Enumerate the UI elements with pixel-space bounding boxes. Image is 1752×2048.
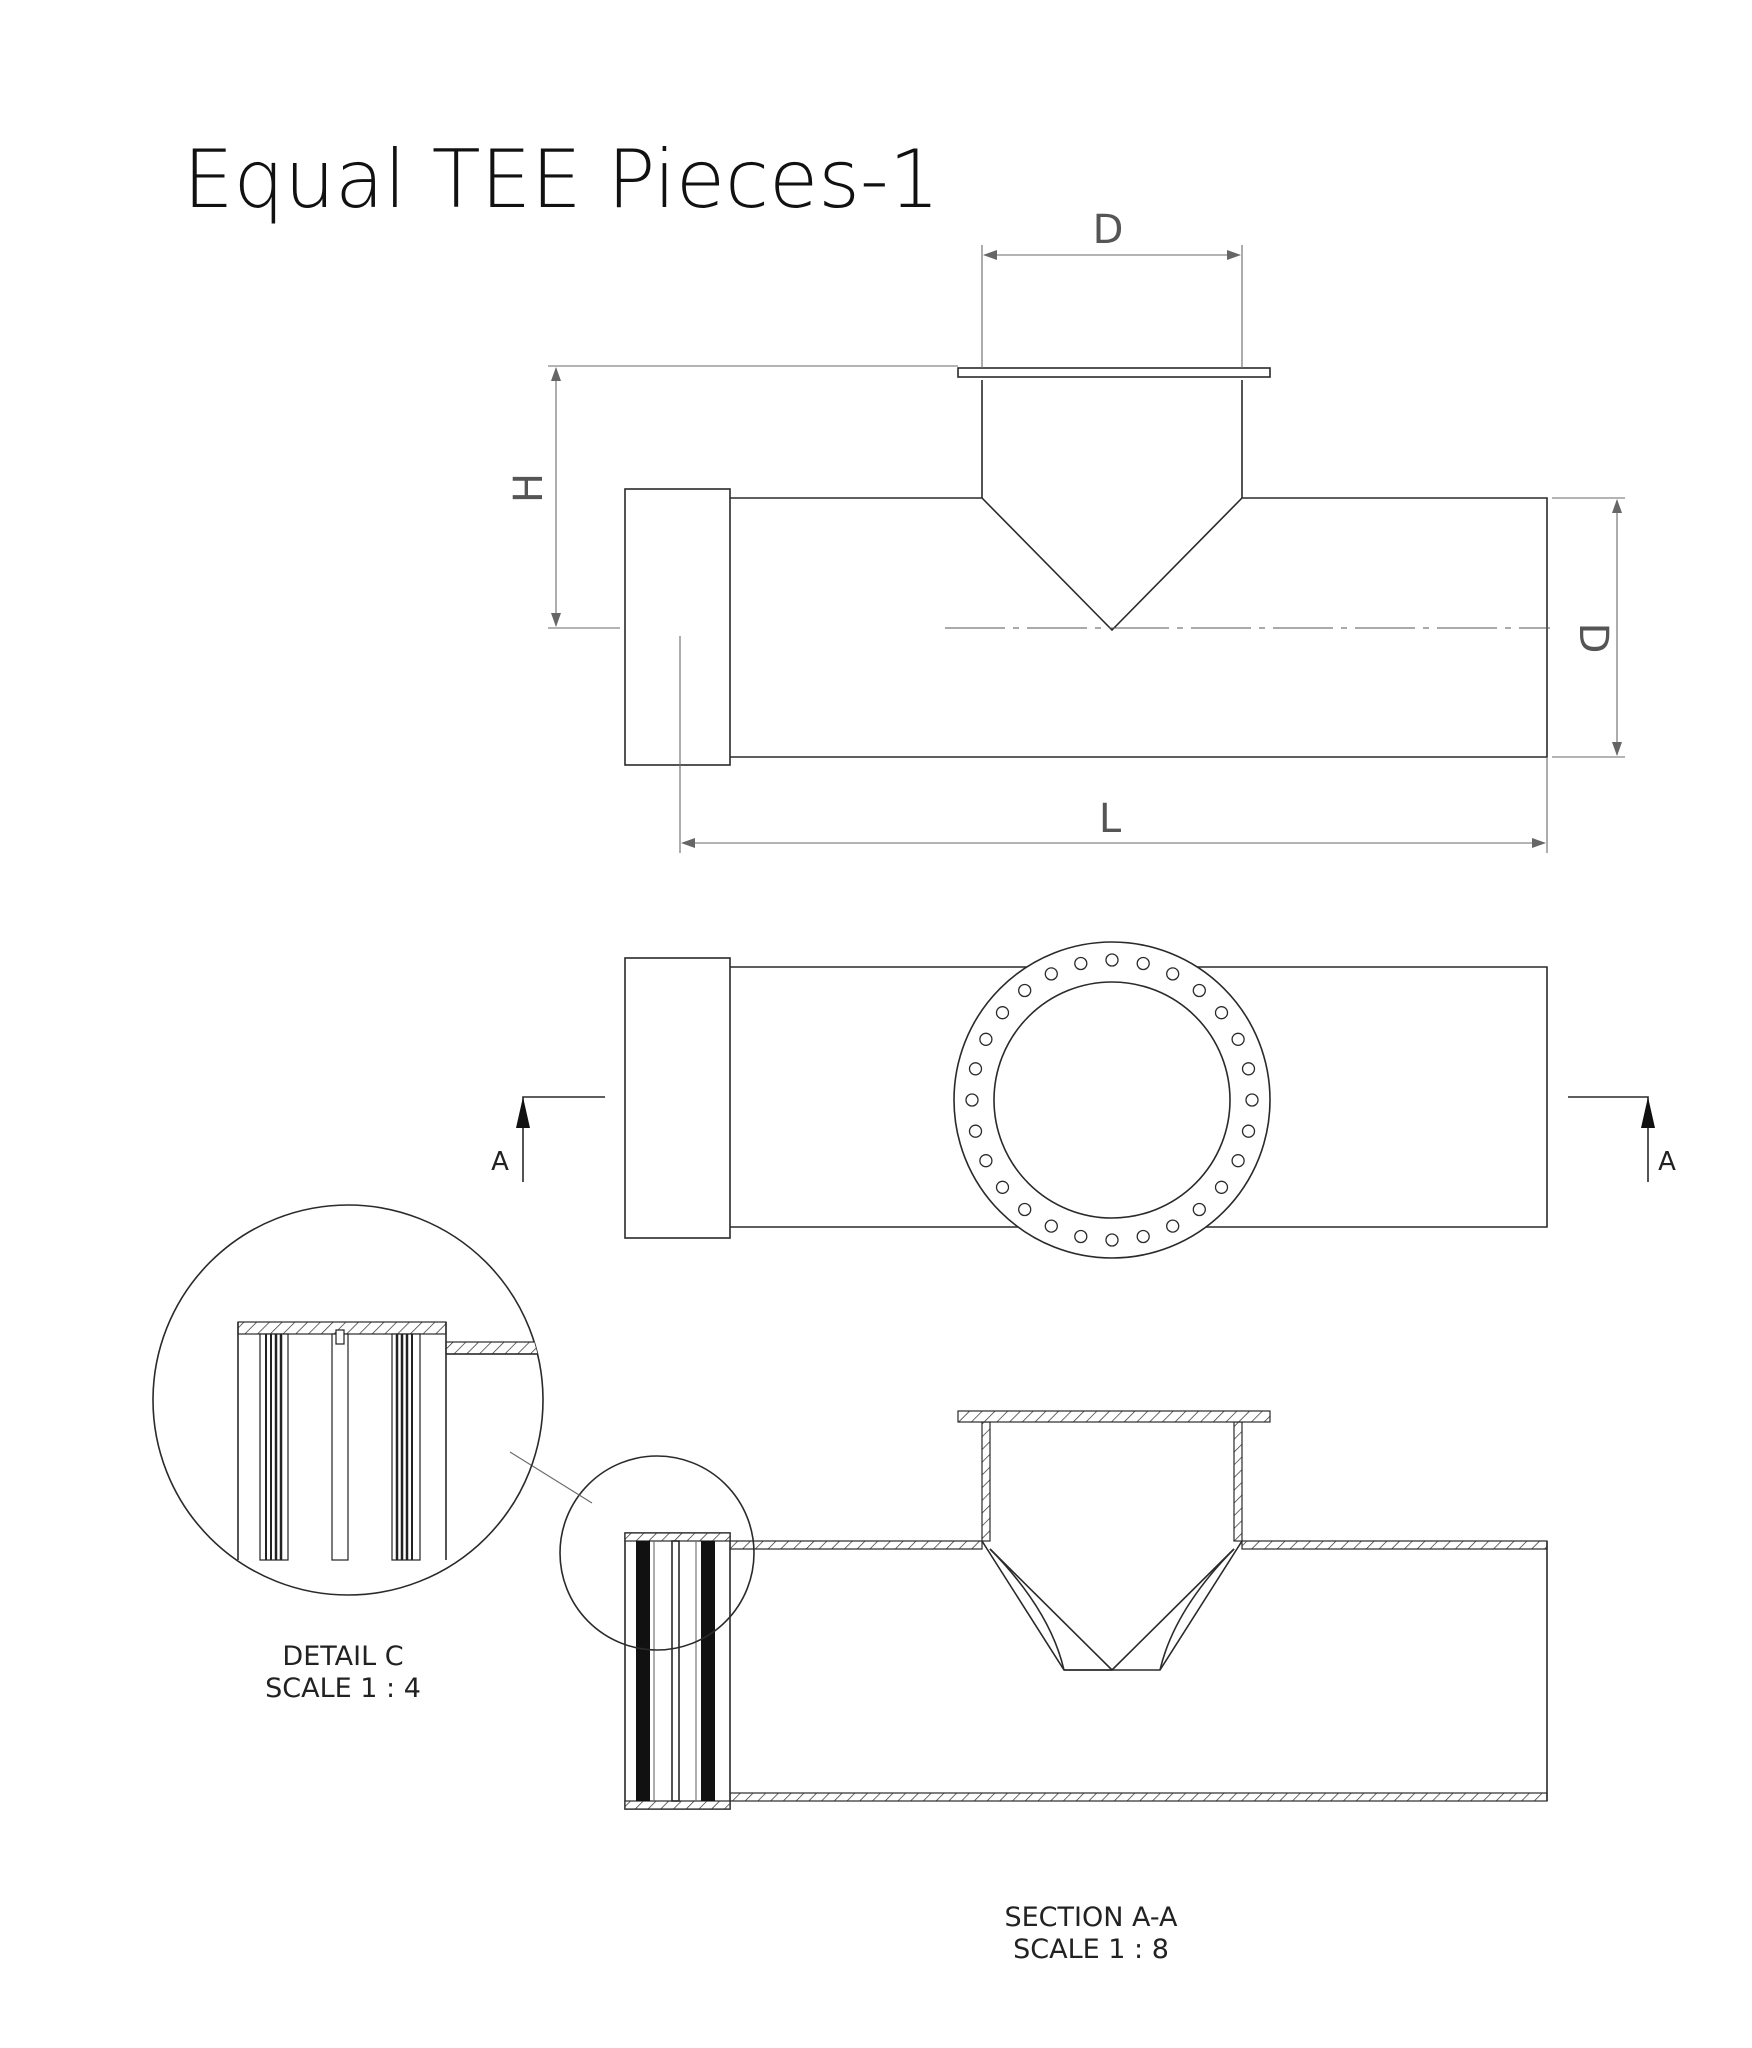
detail-pipe-wall: [445, 1341, 543, 1355]
detail-c-name: DETAIL C: [282, 1641, 403, 1672]
section-marker-right: [1568, 1096, 1649, 1182]
socket-end: [624, 488, 731, 766]
section-marker-left-label: A: [491, 1147, 509, 1177]
bolt-hole: [1192, 983, 1206, 998]
detail-leader: [509, 1451, 593, 1504]
bolt-hole: [995, 1180, 1010, 1194]
bolt-hole: [1192, 1202, 1206, 1217]
bolt-hole: [968, 1124, 983, 1138]
stop-ring: [671, 1540, 680, 1802]
cone-outer: [981, 1540, 1243, 1671]
bolt-hole: [1166, 967, 1180, 981]
section-marker-right-label: A: [1658, 1147, 1676, 1177]
dimension-d-top-label: D: [1093, 207, 1124, 253]
gasket-right: [701, 1541, 715, 1801]
gasket-left: [636, 1541, 650, 1801]
wall-top-left: [729, 1540, 983, 1550]
bolt-hole: [995, 1006, 1010, 1020]
bolt-hole: [979, 1032, 993, 1046]
bolt-hole: [1241, 1124, 1256, 1138]
socket-end-top: [624, 957, 731, 1239]
bolt-hole: [1105, 953, 1119, 967]
bolt-hole: [1245, 1093, 1259, 1107]
top-view: A A: [491, 941, 1676, 1259]
section-name: SECTION A-A: [1004, 1902, 1178, 1933]
bolt-hole: [1018, 1202, 1032, 1217]
bolt-hole: [1018, 983, 1032, 998]
bolt-hole: [1044, 1219, 1058, 1233]
bolt-hole: [968, 1062, 983, 1076]
section-scale: SCALE 1 : 8: [1013, 1934, 1169, 1965]
section-view: [509, 1410, 1548, 1810]
bolt-hole: [1231, 1032, 1245, 1046]
detail-gasket-left: [259, 1333, 289, 1561]
bolt-hole: [965, 1093, 979, 1107]
pipe-bore: [993, 981, 1231, 1219]
bolt-holes: [965, 953, 1259, 1247]
bolt-hole: [1214, 1006, 1229, 1020]
bolt-hole: [1074, 956, 1088, 971]
detail-c-callout-circle: [559, 1455, 755, 1651]
detail-c-view: DETAIL C SCALE 1 : 4: [152, 1204, 544, 1704]
detail-gasket-right: [391, 1333, 421, 1561]
wall-bottom: [729, 1792, 1548, 1802]
bolt-hole: [1105, 1233, 1119, 1247]
wall-top-right: [1241, 1540, 1548, 1550]
branch-flange: [957, 367, 1271, 378]
detail-c-circle: [152, 1204, 544, 1596]
branch-wall-right: [1233, 1421, 1243, 1542]
bolt-hole: [1136, 956, 1150, 971]
section-arrow-left: [516, 1097, 530, 1128]
bolt-hole: [1214, 1180, 1229, 1194]
cone-inner: [989, 1548, 1235, 1672]
branch-wall-left: [981, 1421, 991, 1542]
section-marker-left: [522, 1096, 605, 1182]
bolt-hole: [1241, 1062, 1256, 1076]
flange-section: [957, 1410, 1271, 1423]
drawing-title: Equal TEE Pieces-1: [183, 133, 940, 226]
dimension-h-label: H: [506, 473, 552, 503]
dimension-l-label: L: [1099, 796, 1122, 842]
dimension-d-side-label: D: [1570, 623, 1616, 654]
bolt-hole: [1044, 967, 1058, 981]
bolt-hole: [1166, 1219, 1180, 1233]
flange-outer: [953, 941, 1271, 1259]
bolt-hole: [1074, 1229, 1088, 1244]
detail-c-scale: SCALE 1 : 4: [265, 1673, 421, 1704]
front-view: D H D L: [506, 207, 1625, 853]
detail-stop-ring: [331, 1329, 349, 1561]
section-arrow-right: [1641, 1097, 1655, 1128]
bolt-hole: [1136, 1229, 1150, 1244]
bolt-hole: [1231, 1154, 1245, 1168]
bolt-hole: [979, 1154, 993, 1168]
branch-pipe: [981, 380, 1243, 498]
